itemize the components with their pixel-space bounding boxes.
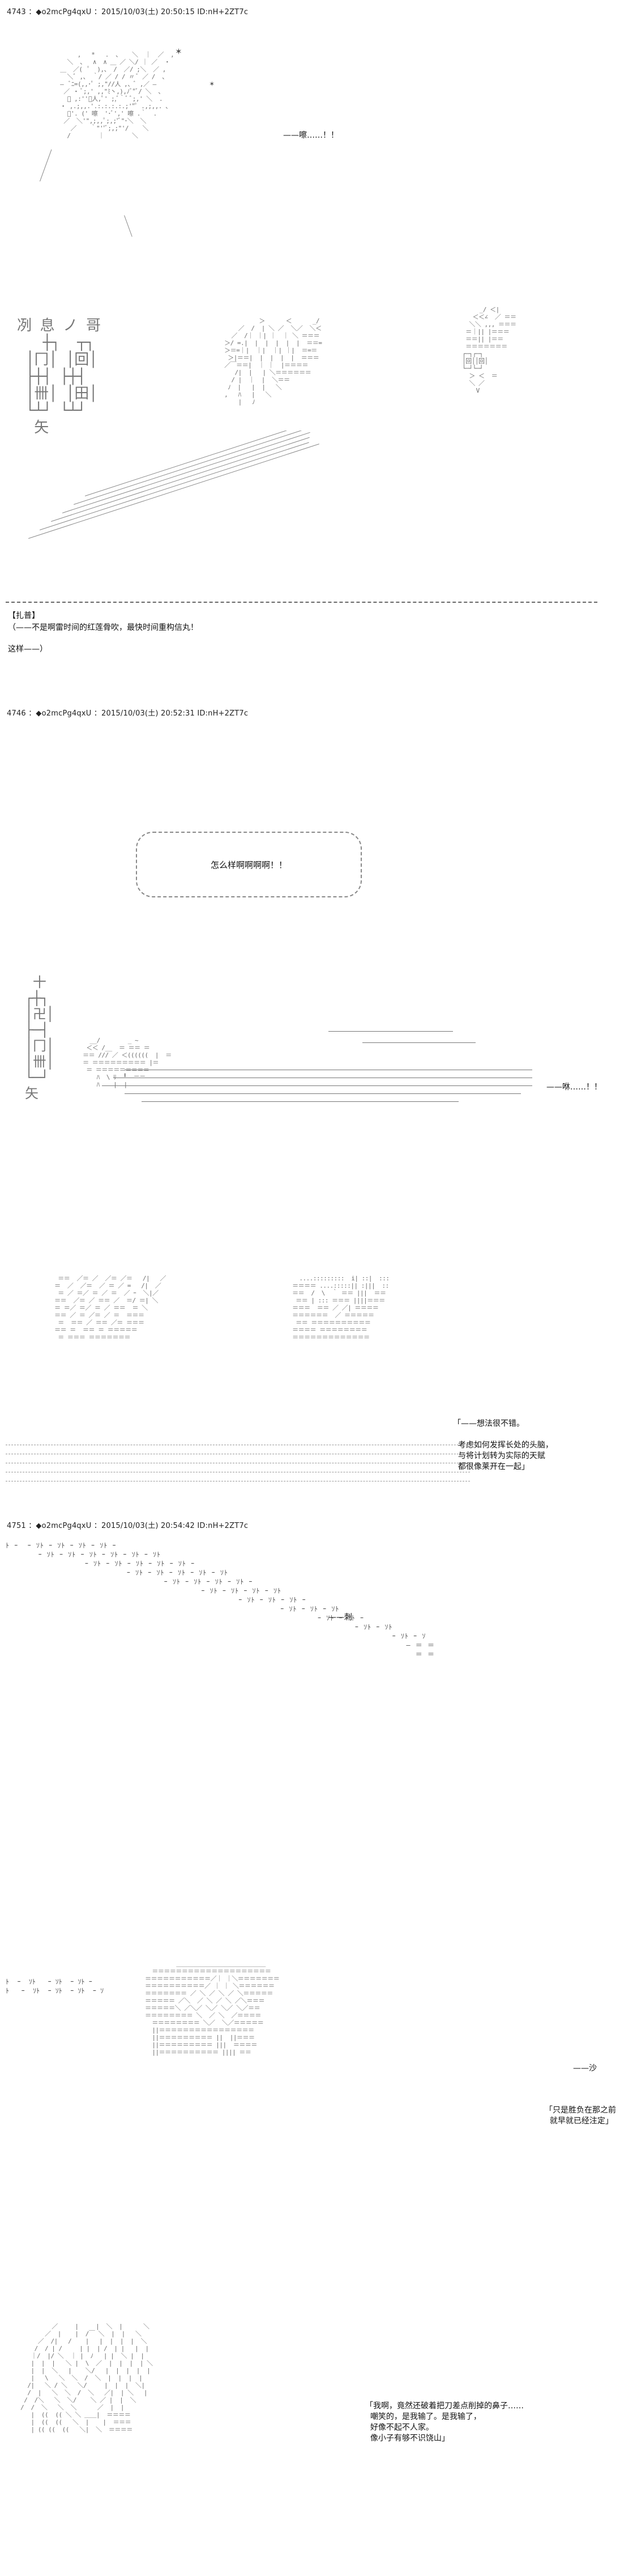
speed-lines-spear xyxy=(6,431,345,544)
slash-trail-glyphs: ﾄ ｰ ｰ ｿﾄ ｰ ｿﾄ ｰ ｿﾄ ｰ ｿﾄ ｰ ｰ ｿﾄ ｰ ｿﾄ ｰ ｿﾄ… xyxy=(6,1542,435,1658)
streak-line xyxy=(102,1085,532,1086)
streak-line xyxy=(125,1093,521,1094)
panel-3-shout-bubble: 怎么样啊啊啊啊！！ xyxy=(136,832,362,897)
panel-5-speech: 「——想法很不错。 考虑如何发挥长处的头脑， 与将计划转为实际的天赋 都很像莱开… xyxy=(453,1419,553,1471)
panel-4-artwork: 十 ┌┼┐ │卍│ ├─┤ │冂│ │卌│ └─┘ 矢 __/ _ ~ ＜＜ /… xyxy=(11,974,623,1190)
panel-2-speaker: 【扎普】 xyxy=(8,611,40,620)
burst-star-glyph: ✶ xyxy=(210,79,215,88)
ascii-art-burst: , * . 、 ＼ ｜ ／ , ＼ 、 ∧ ∧ ＿ ／ ＼/ ｜ ／ ・ ＿ ／… xyxy=(60,51,174,139)
panel-6-sfx: ——刺 xyxy=(328,1613,352,1622)
panel-3-shout-text: 怎么样啊啊啊啊！！ xyxy=(210,859,287,870)
ascii-art-figure-center: ＞ ＜ _/ ／ / | ＼ ／ ＼／ ＼＜ ／ /｜ ｜| ｜ ｜ ＼ ＝＝＝… xyxy=(224,317,322,406)
panel-2-line-2: 这样——） xyxy=(8,645,48,654)
panel-8-artwork: ／ | | ＼ | ＼ ／ | | /￣ ＼ | | ＼ ／ /| / | | … xyxy=(6,2323,436,2572)
panel-7-artwork: ﾄ ｰ ｿﾄ ｰ ｿﾄ ｰ ｿﾄ ｰ ﾄ ｰ ｿﾄ ｰ ｿﾄ ｰ ｿﾄ ｰ ｿ … xyxy=(6,1960,572,2153)
ascii-art-kanji-streak: 十 ┌┼┐ │卍│ ├─┤ │冂│ │卌│ └─┘ 矢 xyxy=(24,974,54,1101)
ascii-art-clash-right: ....::::::::: i| ::| ::: ＝＝＝＝ ....:::::|… xyxy=(292,1275,390,1341)
ascii-art-figure-right: _/ ＜| ＜＜∠ ／ ＝＝ ＼＼ ,,, ＝＝＝ ＝｜|| |＝＝＝ ＝＝||… xyxy=(462,306,516,394)
panel-2-divider xyxy=(6,602,597,603)
panel-1-sfx: ——嚓……！！ xyxy=(283,131,339,140)
motion-line xyxy=(124,215,132,237)
panel-2-artwork: 冽 息 ノ 哥 ┼┐ ┬┐ │冂│ │回│ ├┼┤ ├┼┤ │卌│ │田│ └┴… xyxy=(6,295,617,589)
panel-2-line-1: （——不是啊雷时间的红莲骨吹，最快时间重构信丸！ xyxy=(8,623,198,632)
streak-line xyxy=(328,1031,453,1032)
streak-line xyxy=(142,1101,459,1102)
burst-star-glyph: ✶ xyxy=(176,45,182,57)
post-header-4751: 4751 ：◆o2mcPg4qxU ：2015/10/03(土) 20:54:4… xyxy=(7,1522,249,1530)
panel-7-speech: 「只是胜负在那之前 就早就已经注定」 xyxy=(545,2106,616,2126)
panel-5-artwork: ＝＝ ／＝ ／ ／＝ ／＝ /| ／ ＝ ／ ／＝ ／ ＝ ／ = /| ／ ＝… xyxy=(6,1275,476,1496)
ascii-art-closing-figure: ／ | | ＼ | ＼ ／ | | /￣ ＼ | | ＼ ／ /| / | | … xyxy=(20,2323,153,2433)
ascii-art-streak-figure: __/ _ ~ ＜＜ /__ ＝ ＝＝ ＝ ＝＝ /// ／ ＜(((((( |… xyxy=(83,1037,172,1088)
impact-lead-glyphs: ﾄ ｰ ｿﾄ ｰ ｿﾄ ｰ ｿﾄ ｰ ﾄ ｰ ｿﾄ ｰ ｿﾄ ｰ ｿﾄ ｰ ｿ xyxy=(6,1978,104,1995)
ascii-art-clash-left: ＝＝ ／＝ ／ ／＝ ／＝ /| ／ ＝ ／ ／＝ ／ ＝ ／ = /| ／ ＝… xyxy=(54,1275,166,1341)
panel-4-sfx: ——咻……！！ xyxy=(546,1083,602,1092)
panel-7-sfx: ——沙 xyxy=(573,2064,597,2073)
ascii-art-impact: ＿＿＿＿＿＿＿＿＿＿＿＿＿＿＿ ＝＝＝＝＝＝＝＝＝＝＝＝＝＝＝＝＝＝＝＝ ＝＝＝… xyxy=(145,1960,280,2056)
post-header-4746: 4746 ：◆o2mcPg4qxU ：2015/10/03(土) 20:52:3… xyxy=(7,709,249,718)
motion-line xyxy=(40,149,52,182)
post-header-4743: 4743 ：◆o2mcPg4qxU ：2015/10/03(土) 20:50:1… xyxy=(7,8,249,16)
panel-8-speech: 「我啊，竟然还破着把刀差点削掉的鼻子…… 嘲笑的，是我输了。是我输了， 好像不起… xyxy=(365,2402,524,2443)
panel-6-artwork: ﾄ ｰ ｰ ｿﾄ ｰ ｿﾄ ｰ ｿﾄ ｰ ｿﾄ ｰ ｰ ｿﾄ ｰ ｿﾄ ｰ ｿﾄ… xyxy=(6,1541,617,1711)
panel-1-artwork: , * . 、 ＼ ｜ ／ , ＼ 、 ∧ ∧ ＿ ／ ＼/ ｜ ／ ・ ＿ ／… xyxy=(23,45,294,238)
streak-line xyxy=(362,1042,476,1043)
ascii-art-kanji-left: 冽 息 ノ 哥 ┼┐ ┬┐ │冂│ │回│ ├┼┤ ├┼┤ │卌│ │田│ └┴… xyxy=(17,317,101,436)
